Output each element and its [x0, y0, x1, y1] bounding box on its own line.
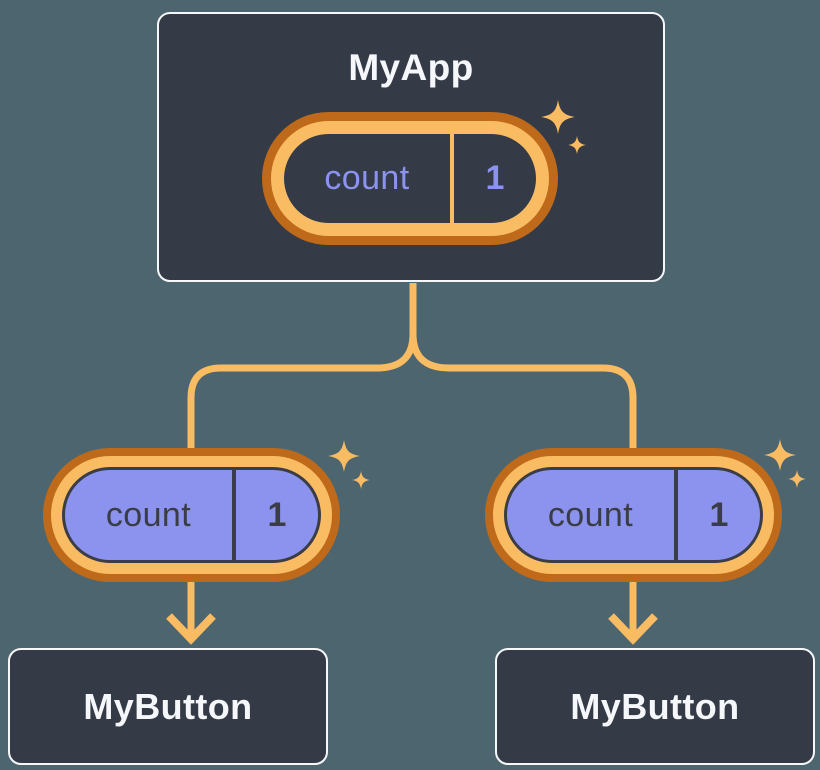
- arrow-down-icon: [608, 613, 658, 645]
- state-pill-ring: count 1: [271, 121, 549, 236]
- node-myapp-title: MyApp: [348, 47, 474, 88]
- node-mybutton-left: MyButton: [8, 648, 328, 765]
- prop-pill-core: count 1: [504, 467, 763, 563]
- node-mybutton-title: MyButton: [570, 685, 740, 727]
- prop-pill-ring: count 1: [493, 456, 774, 574]
- prop-pill-value: 1: [709, 495, 729, 534]
- prop-pill-core: count 1: [62, 467, 321, 563]
- pill-divider: [450, 134, 454, 223]
- node-mybutton-title: MyButton: [83, 685, 253, 727]
- pill-divider: [674, 470, 678, 560]
- node-mybutton-right: MyButton: [495, 648, 815, 765]
- state-pill-core: count 1: [284, 134, 536, 223]
- prop-pill-name: count: [547, 495, 634, 534]
- arrow-down-icon: [166, 613, 216, 645]
- prop-pill-left: count 1: [43, 448, 340, 582]
- pill-divider: [232, 470, 236, 560]
- prop-pill-right: count 1: [485, 448, 782, 582]
- branch-right-line: [409, 283, 637, 452]
- state-pill-value: 1: [485, 159, 505, 197]
- state-pill-name: count: [324, 159, 410, 197]
- state-pill: count 1: [262, 112, 558, 245]
- prop-pill-value: 1: [267, 495, 287, 534]
- branch-left-line: [187, 283, 417, 452]
- prop-pill-ring: count 1: [51, 456, 332, 574]
- prop-pill-name: count: [105, 495, 192, 534]
